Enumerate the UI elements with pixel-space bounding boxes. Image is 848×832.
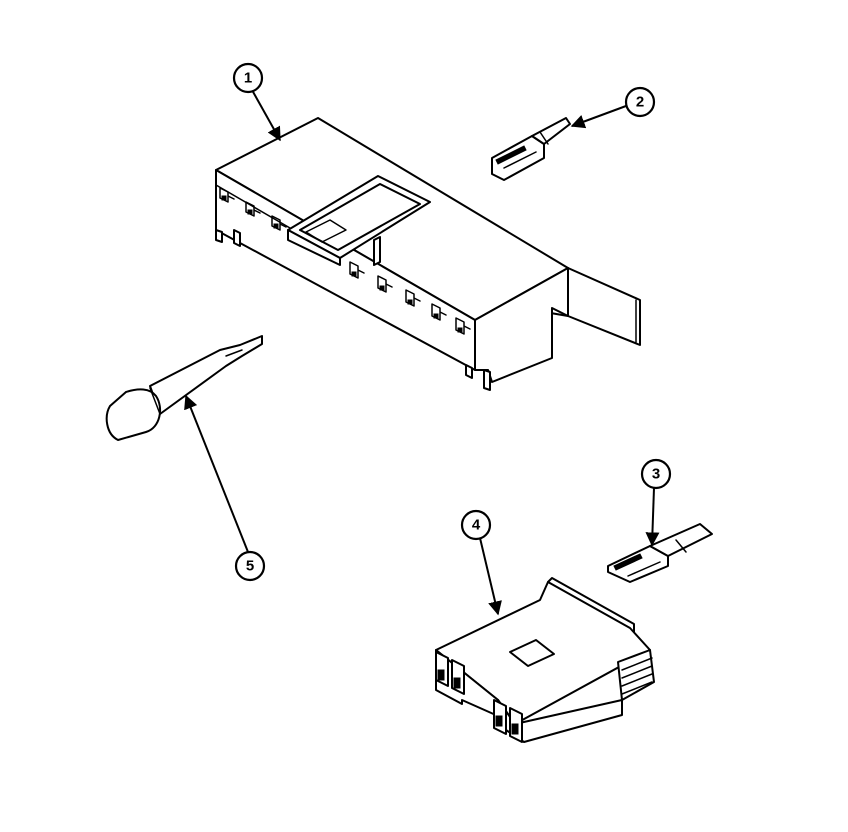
callout-4: 4 <box>460 509 502 616</box>
callout-2: 2 <box>570 86 656 129</box>
connector-housing <box>435 577 655 743</box>
callout-4-label: 4 <box>472 517 481 534</box>
callout-5-label: 5 <box>246 558 254 575</box>
callout-3: 3 <box>640 458 672 547</box>
terminal-slots-left <box>219 187 287 231</box>
terminal-clip-part-2 <box>491 117 571 181</box>
connector-window <box>287 175 431 266</box>
callout-3-label: 3 <box>652 466 660 483</box>
callout-1-label: 1 <box>244 70 252 87</box>
callout-1: 1 <box>232 62 281 142</box>
terminal-clip-part-3 <box>607 523 713 583</box>
terminal-with-boot <box>105 335 263 441</box>
callout-5: 5 <box>184 394 266 582</box>
terminal-slots-right <box>349 261 471 335</box>
callout-2-label: 2 <box>636 94 644 111</box>
terminal-block-housing <box>215 117 641 391</box>
